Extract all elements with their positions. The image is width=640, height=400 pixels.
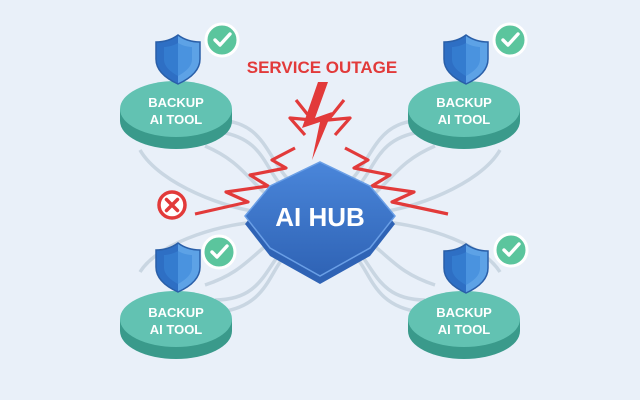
- backup-ai-tool-node-bottom-right[interactable]: BACKUP AI TOOL: [408, 291, 520, 359]
- x-circle-icon: [157, 190, 187, 220]
- node-label-line2: AI TOOL: [438, 322, 491, 337]
- outage-zigzags: [194, 99, 449, 216]
- shield-icon: [443, 243, 489, 294]
- ai-hub-label: AI HUB: [275, 202, 365, 232]
- node-label-line1: BACKUP: [148, 95, 204, 110]
- check-icon: [204, 22, 240, 58]
- backup-ai-tool-node-top-right[interactable]: BACKUP AI TOOL: [408, 81, 520, 149]
- node-label-line1: BACKUP: [436, 305, 492, 320]
- node-label-line2: AI TOOL: [150, 322, 203, 337]
- ai-hub[interactable]: AI HUB: [244, 161, 396, 284]
- backup-ai-tool-node-bottom-left[interactable]: BACKUP AI TOOL: [120, 291, 232, 359]
- node-label-line2: AI TOOL: [438, 112, 491, 127]
- node-label-line2: AI TOOL: [150, 112, 203, 127]
- shield-icon: [155, 34, 201, 85]
- service-outage-label: SERVICE OUTAGE: [247, 58, 398, 77]
- check-icon: [201, 234, 237, 270]
- backup-ai-tool-node-top-left[interactable]: BACKUP AI TOOL: [120, 81, 232, 149]
- node-label-line1: BACKUP: [148, 305, 204, 320]
- shield-icon: [155, 242, 201, 293]
- node-label-line1: BACKUP: [436, 95, 492, 110]
- lightning-bolt-icon: [302, 82, 332, 160]
- check-icon: [492, 22, 528, 58]
- shield-icon: [443, 34, 489, 85]
- check-icon: [493, 232, 529, 268]
